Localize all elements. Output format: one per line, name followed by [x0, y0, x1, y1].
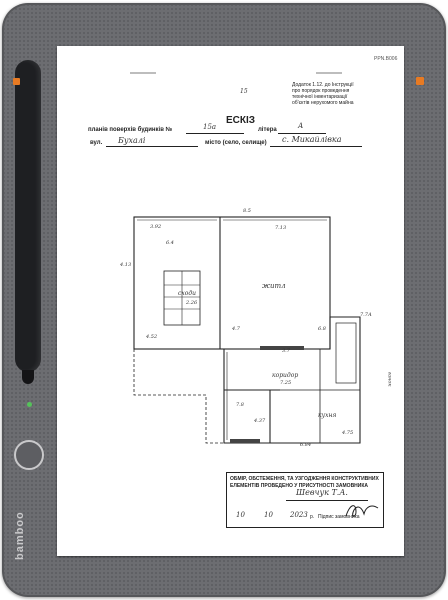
dim-label: 4.13	[120, 262, 132, 268]
stamp-month: 10	[264, 511, 273, 519]
value-street: Бухалі	[118, 136, 146, 145]
dim-label: 2.26	[186, 300, 198, 306]
room-kitchen-label: кухня	[318, 412, 337, 419]
value-house-number: 15а	[203, 123, 217, 131]
dim-label: 6.8	[318, 326, 326, 332]
dim-label: 7.8	[236, 402, 244, 408]
dim-label: 7.25	[280, 380, 292, 386]
dim-total-width: 8.5	[243, 208, 251, 214]
appendix-line: Додаток 1.12. до Інструкції	[292, 82, 354, 88]
stamp-year: 2023	[290, 511, 308, 519]
value-city: с. Микайлівка	[282, 135, 342, 144]
home-button[interactable]	[14, 440, 44, 470]
label-litera: літера	[258, 127, 277, 133]
label-plan: планів поверхів будинків №	[88, 127, 173, 133]
stamp-day: 10	[236, 511, 245, 519]
paper-sheet	[57, 46, 404, 556]
room-main-label: житл	[262, 282, 286, 290]
appendix-note: Додаток 1.12. до Інструкції про порядок …	[292, 82, 354, 106]
appendix-line: об'єктів нерухомого майна	[292, 100, 354, 106]
brand-logo: bamboo	[14, 511, 26, 560]
appendix-line: технічної інвентаризації	[292, 94, 348, 100]
stamp-customer-name: Шевчук Т.А.	[296, 488, 348, 497]
dim-label: 4.37	[254, 418, 266, 424]
dim-label: 3.92	[150, 224, 162, 230]
stamp-line-1: ОБМІР, ОБСТЕЖЕННЯ, ТА УЗГОДЖЕННЯ КОНСТРУ…	[230, 476, 379, 482]
paper-tab-right	[316, 72, 342, 74]
value-litera: А	[298, 122, 304, 130]
paper-tab-left	[130, 72, 156, 74]
dim-label: 3.7	[282, 348, 290, 354]
stamp-line-2: ЕЛЕМЕНТІВ ПРОВЕДЕНО У ПРИСУТНОСТІ ЗАМОВН…	[230, 483, 369, 489]
stamp-sign-label: Підпис замовника	[318, 514, 360, 520]
customer-signature-icon	[345, 505, 379, 517]
appendix-line: про порядок проведення	[292, 88, 350, 94]
form-code: PPN.B006	[374, 56, 398, 62]
paper-clip-marker	[416, 77, 424, 85]
dim-label: 7.13	[275, 225, 287, 231]
room-hall-label: коридор	[272, 372, 299, 379]
dim-label: 7.7А	[360, 312, 372, 318]
stylus-tip	[22, 370, 34, 384]
floor-plan-sketch	[133, 216, 361, 444]
stamp-year-suffix: р.	[310, 514, 315, 520]
label-city: місто (село, селище)	[205, 140, 267, 146]
stylus-pen[interactable]	[15, 60, 41, 372]
dim-label: 4.7	[232, 326, 240, 332]
status-led-icon	[27, 402, 32, 407]
label-street: вул.	[90, 140, 103, 146]
page-number: 15	[240, 88, 248, 95]
dim-label: 4.75	[342, 430, 354, 436]
dim-label: 6.4	[166, 240, 174, 246]
pen-holder-clip	[13, 78, 20, 85]
inspection-stamp	[226, 472, 384, 528]
form-title: ЕСКІЗ	[226, 115, 256, 126]
room-stair-label: сходи	[178, 290, 197, 297]
porch-label: ганок	[386, 371, 393, 387]
dim-label: 4.52	[146, 334, 158, 340]
dim-label: 6.84	[300, 442, 312, 448]
